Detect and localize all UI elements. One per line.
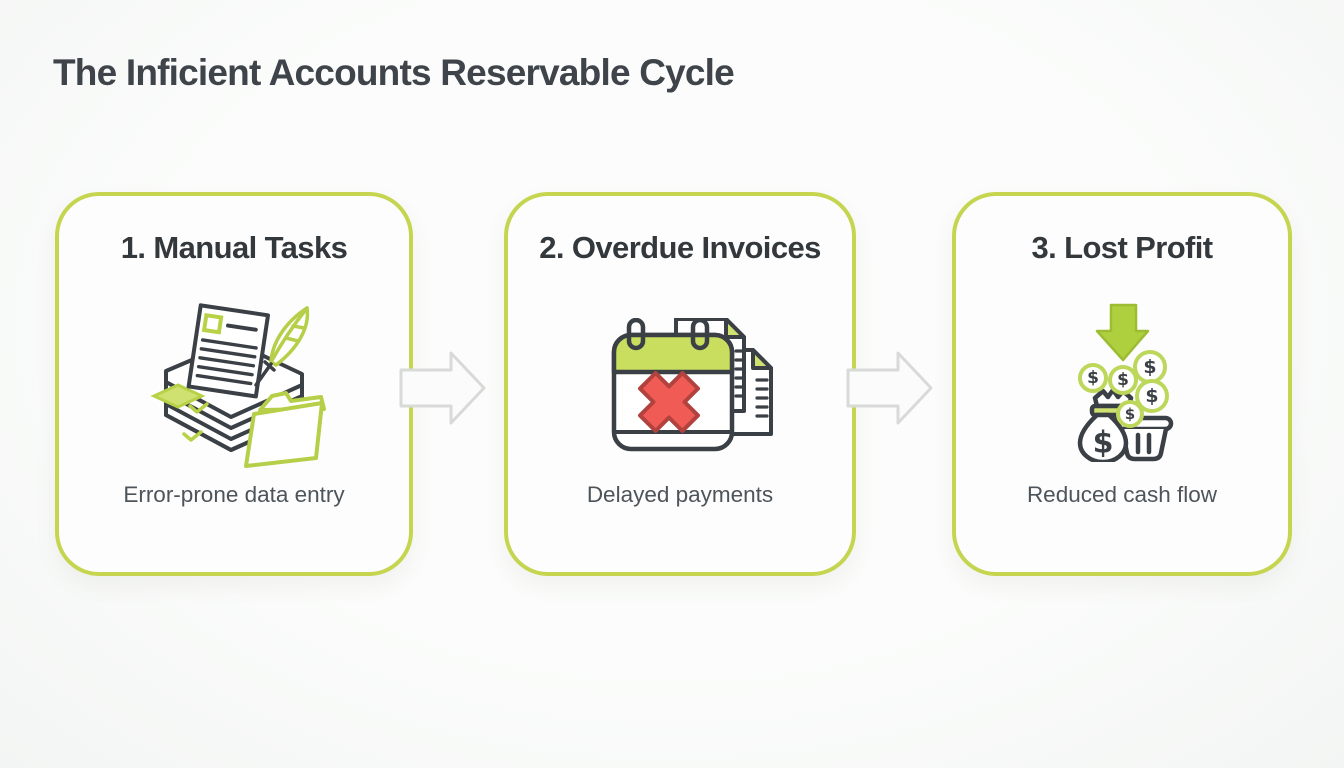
svg-text:$: $	[1087, 368, 1099, 388]
flow-arrow-right-icon	[399, 351, 486, 425]
card-heading: 1. Manual Tasks	[120, 230, 348, 265]
card-lost-profit: 3. Lost Profit $	[952, 192, 1292, 576]
svg-text:$: $	[1145, 385, 1158, 407]
page-title: The Inficient Accounts Reservable Cycle	[53, 52, 735, 93]
card-overdue-invoices: 2. Overdue Invoices	[504, 192, 856, 576]
card-caption: Error-prone data entry	[123, 482, 345, 507]
flow-arrow-right-icon	[846, 351, 933, 425]
svg-text:$: $	[1093, 426, 1114, 461]
card-caption: Reduced cash flow	[1026, 482, 1218, 507]
svg-text:$: $	[1125, 405, 1135, 423]
svg-text:$: $	[1117, 370, 1129, 390]
card-heading: 2. Overdue Invoices	[539, 230, 821, 265]
svg-text:$: $	[1143, 356, 1156, 378]
overdue-calendar-icon	[611, 317, 775, 459]
money-loss-icon: $ $ $ $ $ $	[1075, 302, 1175, 467]
card-heading: 3. Lost Profit	[1031, 230, 1213, 265]
paper-stack-quill-folder-icon	[134, 296, 334, 487]
card-caption: Delayed payments	[586, 482, 774, 507]
card-manual-tasks: 1. Manual Tasks	[55, 192, 413, 576]
